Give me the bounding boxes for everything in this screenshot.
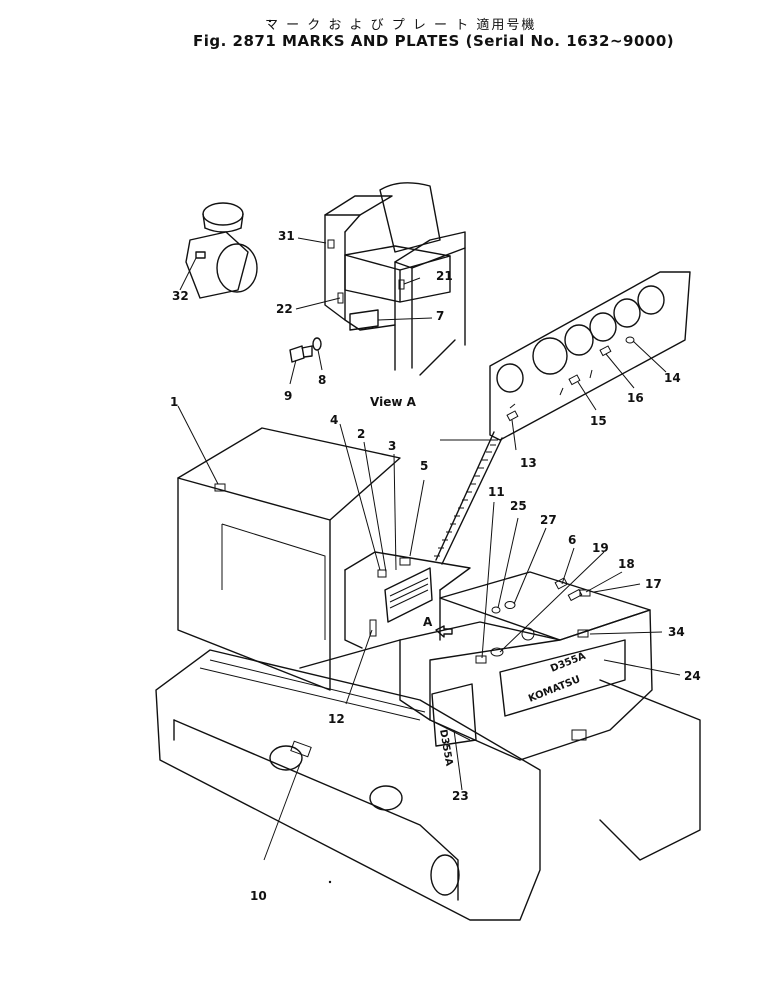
callout-4: 4 xyxy=(330,413,338,427)
callout-31: 31 xyxy=(278,229,295,243)
callout-numbers: 1 2 3 4 5 6 7 8 9 10 11 12 13 14 15 16 1… xyxy=(170,229,701,903)
callout-27: 27 xyxy=(540,513,557,527)
callout-16: 16 xyxy=(627,391,644,405)
callout-10: 10 xyxy=(250,889,267,903)
figure-title: Fig. 2871 MARKS AND PLATES (Serial No. 1… xyxy=(193,32,675,50)
callout-25: 25 xyxy=(510,499,527,513)
bulldozer-body xyxy=(155,427,701,921)
callout-13: 13 xyxy=(520,456,537,470)
view-a-arrow: A xyxy=(423,615,453,638)
instrument-panel xyxy=(489,271,691,441)
callout-32: 32 xyxy=(172,289,189,303)
callout-24: 24 xyxy=(684,669,701,683)
callout-8: 8 xyxy=(318,373,326,387)
figure-title-japanese: マ ー ク お よ び プ レ ー ト 適用号機 xyxy=(265,18,537,33)
view-a-label: View A xyxy=(370,395,417,409)
callout-18: 18 xyxy=(618,557,635,571)
callout-2: 2 xyxy=(357,427,365,441)
scan-speck xyxy=(328,880,332,884)
callout-23: 23 xyxy=(452,789,469,803)
callout-3: 3 xyxy=(388,439,396,453)
panel-harness xyxy=(434,431,503,565)
callout-5: 5 xyxy=(420,459,428,473)
callout-9: 9 xyxy=(284,389,292,403)
part-32-canister xyxy=(185,202,258,299)
callout-17: 17 xyxy=(645,577,662,591)
callout-12: 12 xyxy=(328,712,345,726)
callout-1: 1 xyxy=(170,395,178,409)
hood-decal: D355A KOMATSU D355A xyxy=(437,651,588,768)
leader-lines xyxy=(177,237,681,861)
scan-speck xyxy=(268,19,272,23)
callout-21: 21 xyxy=(436,269,453,283)
seat-detail xyxy=(324,182,466,376)
arrow-a-label: A xyxy=(423,615,433,629)
callout-22: 22 xyxy=(276,302,293,316)
callout-19: 19 xyxy=(592,541,609,555)
callout-11: 11 xyxy=(488,485,505,499)
bolt-and-washer xyxy=(289,337,322,363)
callout-6: 6 xyxy=(568,533,576,547)
callout-14: 14 xyxy=(664,371,681,385)
callout-7: 7 xyxy=(436,309,444,323)
callout-15: 15 xyxy=(590,414,607,428)
callout-34: 34 xyxy=(668,625,685,639)
decal-model-side: D355A xyxy=(437,729,454,768)
